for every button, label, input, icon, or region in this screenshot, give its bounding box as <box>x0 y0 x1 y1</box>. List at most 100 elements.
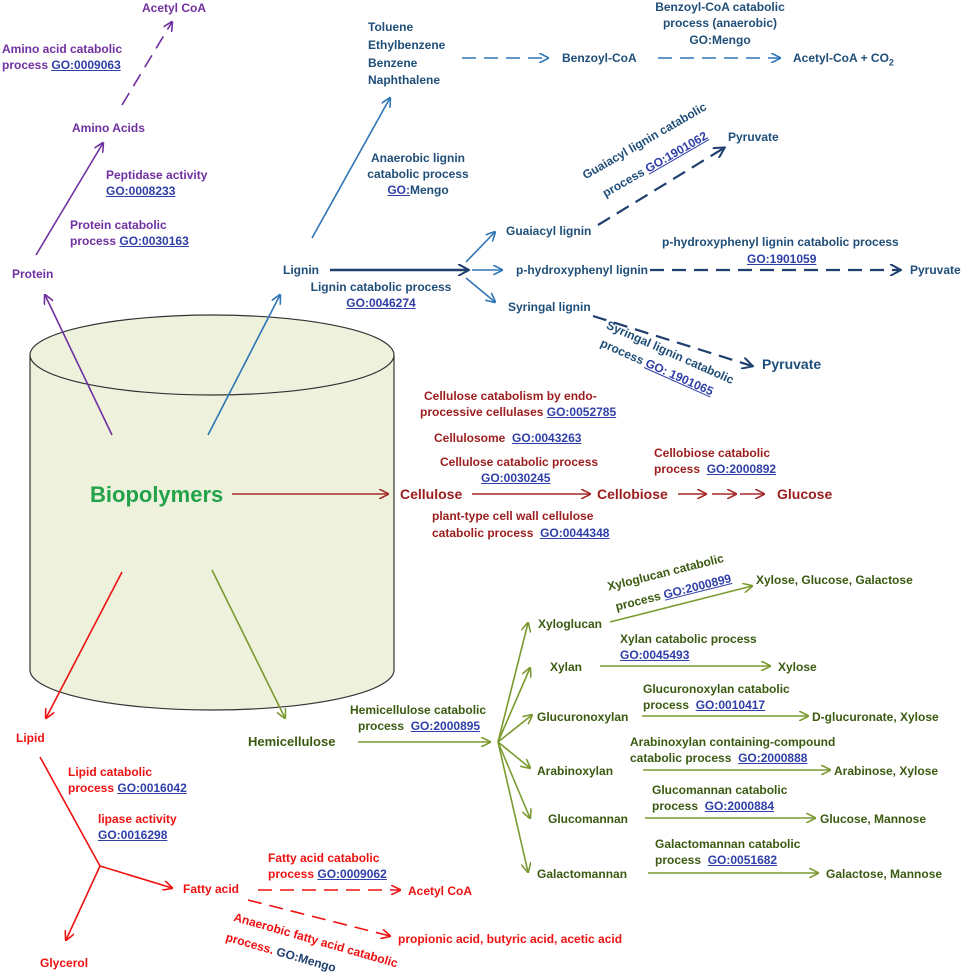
glucomannan-go-link[interactable]: GO:2000884 <box>704 799 775 813</box>
plant-process-line1: plant-type cell wall cellulose <box>432 509 594 523</box>
cellulose-process-label: Cellulose catabolic process <box>440 455 599 469</box>
glucuronoxylan-node: Glucuronoxylan <box>537 710 629 724</box>
lipase-go-link[interactable]: GO:0016298 <box>98 828 168 842</box>
cellobiose-node: Cellobiose <box>597 486 668 502</box>
aromatic-benzene: Benzene <box>368 56 418 70</box>
arrow-to-lignin <box>207 295 280 436</box>
lipase-label: lipase activity <box>98 812 177 826</box>
glucose-node: Glucose <box>777 486 833 502</box>
plant-process-line2: catabolic process GO:0044348 <box>432 526 610 540</box>
lipid-node: Lipid <box>16 731 45 745</box>
lignin-process-label: Lignin catabolic process <box>310 280 452 294</box>
glucomannan-process-line2: process GO:2000884 <box>652 799 775 813</box>
lipid-go-link[interactable]: GO:0016042 <box>117 781 187 795</box>
benzoyl-go: GO:Mengo <box>689 33 751 47</box>
galactomannan-go-link[interactable]: GO:0051682 <box>707 853 778 867</box>
arabinoxylan-go-link[interactable]: GO:2000888 <box>738 751 808 765</box>
amino-go-link[interactable]: GO:0009063 <box>51 58 121 72</box>
aromatic-ethylbenzene: Ethylbenzene <box>368 38 446 52</box>
endo-process-line1: Cellulose catabolism by endo- <box>424 389 597 403</box>
lignin-node: Lignin <box>283 263 319 277</box>
lignin-go-link[interactable]: GO:0046274 <box>346 296 416 310</box>
xylan-product: Xylose <box>778 660 817 674</box>
hemi-process-line1: Hemicellulose catabolic <box>350 703 487 717</box>
arabinoxylan-node: Arabinoxylan <box>537 764 614 778</box>
xylan-process-line1: Xylan catabolic process <box>620 632 757 646</box>
xyloglucan-node: Xyloglucan <box>538 617 603 631</box>
protein-go-link[interactable]: GO:0030163 <box>119 234 189 248</box>
fa-process-line1: Fatty acid catabolic <box>268 851 380 865</box>
arrow-to-guaiacyl <box>465 232 495 263</box>
phydroxyphenyl-node: p-hydroxyphenyl lignin <box>516 263 649 277</box>
peptidase-label: Peptidase activity <box>106 168 208 182</box>
arrow-to-hemicellulose <box>211 569 285 718</box>
arrow-fattyacid-acids <box>247 899 390 936</box>
galactomannan-process-line1: Galactomannan catabolic <box>655 837 801 851</box>
cellulosome-label: Cellulosome GO:0043263 <box>434 431 582 445</box>
hemi-process-line2: process GO:2000895 <box>358 719 481 733</box>
peptidase-go-link[interactable]: GO:0008233 <box>106 184 176 198</box>
xylan-go-link[interactable]: GO:0045493 <box>620 648 690 662</box>
fa-process-line2: process GO:0009062 <box>268 867 387 881</box>
arrow-to-fattyacid <box>99 865 172 888</box>
glucomannan-node: Glucomannan <box>548 812 629 826</box>
hemicellulose-node: Hemicellulose <box>248 734 336 749</box>
cellulosome-go-link[interactable]: GO:0043263 <box>512 431 582 445</box>
galactomannan-process-line2: process GO:0051682 <box>655 853 778 867</box>
glucuronoxylan-product: D-glucuronate, Xylose <box>812 710 939 724</box>
glucuronoxylan-process-line2: process GO:0010417 <box>643 698 766 712</box>
fa-go-link[interactable]: GO:0009062 <box>317 867 387 881</box>
amino-acids-node: Amino Acids <box>72 121 145 135</box>
lipid-process-line1: Lipid catabolic <box>68 765 153 779</box>
pyruvate-phydroxy: Pyruvate <box>910 263 961 277</box>
phydroxy-process-label: p-hydroxyphenyl lignin catabolic process <box>662 235 899 249</box>
cellulose-go-link[interactable]: GO:0030245 <box>481 471 551 485</box>
benzoyl-coa-node: Benzoyl-CoA <box>562 51 637 65</box>
arrow-to-protein <box>45 295 113 436</box>
acetyl-co2-node: Acetyl-CoA + CO2 <box>793 51 894 68</box>
hemi-go-link[interactable]: GO:2000895 <box>410 719 481 733</box>
glucomannan-product: Glucose, Mannose <box>820 812 927 826</box>
line-lipid-split <box>39 756 101 867</box>
guaiacyl-node: Guaiacyl lignin <box>506 224 592 238</box>
benzoyl-process-line2: process (anaerobic) <box>662 16 778 30</box>
anaerobic-lignin-line1: Anaerobic lignin <box>370 151 465 165</box>
galactomannan-product: Galactose, Mannose <box>826 867 943 881</box>
arabinoxylan-process-line1: Arabinoxylan containing-compound <box>630 735 836 749</box>
glucuronoxylan-process-line1: Glucuronoxylan catabolic <box>643 682 790 696</box>
arabinoxylan-process-line2: catabolic process GO:2000888 <box>630 751 808 765</box>
fa-acetyl-coa-node: Acetyl CoA <box>408 884 473 898</box>
cellobiose-process-line1: Cellobiose catabolic <box>654 446 771 460</box>
biopolymers-title: Biopolymers <box>90 482 224 507</box>
anaerobic-lignin-line2: catabolic process <box>367 167 469 181</box>
glycerol-node: Glycerol <box>40 956 89 970</box>
plant-go-link[interactable]: GO:0044348 <box>540 526 610 540</box>
arrow-to-lipid <box>46 571 123 718</box>
galactomannan-node: Galactomannan <box>537 867 628 881</box>
amino-process-line1: Amino acid catabolic <box>2 42 123 56</box>
biopolymer-cylinder <box>29 314 395 711</box>
xyloglucan-product: Xylose, Glucose, Galactose <box>756 573 913 587</box>
aromatic-naphthalene: Naphthalene <box>368 73 441 87</box>
amino-process-line2: process GO:0009063 <box>2 58 121 72</box>
hemi-fan <box>497 623 532 872</box>
cellobiose-go-link[interactable]: GO:2000892 <box>706 462 777 476</box>
organic-acids-node: propionic acid, butyric acid, acetic aci… <box>398 932 623 946</box>
xylan-node: Xylan <box>550 660 583 674</box>
anaerobic-lignin-go: GO:Mengo <box>387 183 449 197</box>
aromatic-toluene: Toluene <box>368 20 414 34</box>
pyruvate-guaiacyl: Pyruvate <box>728 130 779 144</box>
acetyl-coa-node: Acetyl CoA <box>142 1 207 15</box>
benzoyl-process-line1: Benzoyl-CoA catabolic <box>655 0 785 14</box>
protein-node: Protein <box>12 267 54 281</box>
arrow-to-glycerol <box>66 865 101 940</box>
pyruvate-syringal: Pyruvate <box>762 356 822 372</box>
phydroxy-go-link[interactable]: GO:1901059 <box>747 252 817 266</box>
glucuronoxylan-go-link[interactable]: GO:0010417 <box>695 698 766 712</box>
cellulose-node: Cellulose <box>400 486 463 502</box>
arrow-guaiacyl-pyruvate <box>597 148 724 226</box>
endo-go-link[interactable]: GO:0052785 <box>546 405 617 419</box>
arrow-to-syringal <box>465 277 495 302</box>
fatty-acid-node: Fatty acid <box>183 882 240 896</box>
